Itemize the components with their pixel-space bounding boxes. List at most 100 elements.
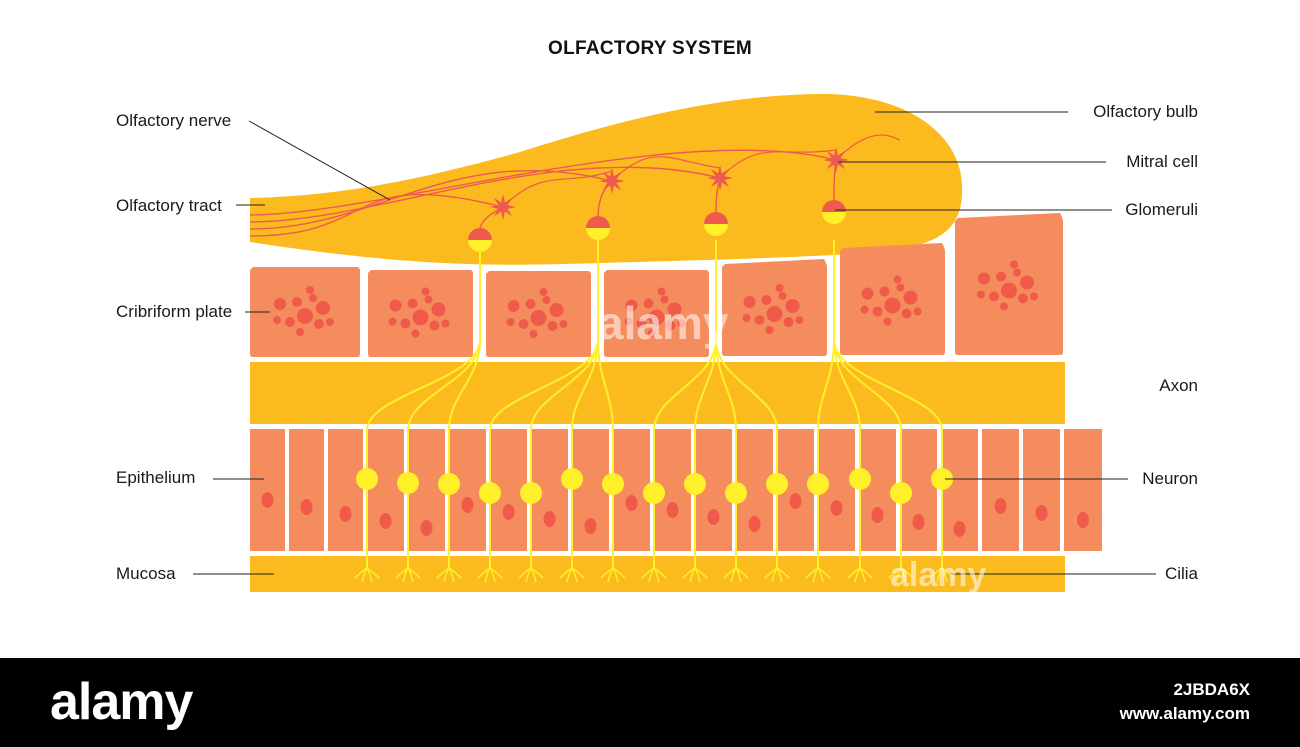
- cell-nucleus: [871, 507, 884, 523]
- cell-nucleus: [542, 296, 551, 304]
- cell-nucleus: [624, 317, 633, 326]
- epithelium-cell: [859, 429, 896, 551]
- label-glomeruli: Glomeruli: [1125, 200, 1198, 219]
- leader-lines: [193, 111, 1156, 575]
- cell-nucleus: [461, 497, 474, 513]
- nerve-fiber: [249, 166, 721, 223]
- olfactory-neuron: [602, 473, 624, 495]
- cell-nucleus: [429, 320, 440, 331]
- olfactory-neuron: [438, 473, 460, 495]
- image-code: 2JBDA6X: [1173, 680, 1250, 699]
- diagram-canvas: OLFACTORY SYSTEM Olfactory nerve Olfacto…: [116, 38, 1198, 592]
- label-olfactory-bulb: Olfactory bulb: [1093, 102, 1198, 121]
- epithelium-cell: [250, 429, 285, 551]
- cilium: [941, 567, 955, 579]
- cell-nucleus: [996, 271, 1006, 282]
- label-epithelium: Epithelium: [116, 468, 196, 487]
- cell-nucleus: [314, 319, 324, 329]
- glomerulus-top: [468, 228, 492, 240]
- nerve-fiber: [249, 193, 504, 237]
- cell-nucleus: [765, 326, 774, 334]
- cell-nucleus: [648, 309, 665, 326]
- cell-nucleus: [665, 320, 676, 331]
- cell-nucleus: [407, 298, 418, 309]
- cell-nucleus: [893, 275, 902, 284]
- cell-nucleus: [297, 308, 313, 324]
- cell-nucleus: [1001, 282, 1017, 299]
- neuron-axon: [833, 240, 943, 479]
- epithelium-cell: [367, 429, 404, 551]
- cell-nucleus: [316, 301, 330, 315]
- axon-layer: [250, 362, 1065, 424]
- cell-nucleus: [795, 316, 804, 324]
- cell-nucleus: [977, 290, 985, 299]
- glomerulus-top: [822, 200, 846, 212]
- olfactory-neuron: [890, 482, 912, 504]
- cell-nucleus: [861, 287, 874, 300]
- cell-nucleus: [625, 299, 638, 312]
- label-cilia: Cilia: [1164, 564, 1198, 583]
- stock-footer-bar: alamy 2JBDA6X www.alamy.com: [0, 658, 1300, 747]
- cell-nucleus: [666, 502, 679, 518]
- neuron-axon: [715, 240, 778, 484]
- diagram-title: OLFACTORY SYSTEM: [548, 38, 752, 59]
- cell-nucleus: [309, 294, 317, 302]
- footer-url[interactable]: www.alamy.com: [1119, 704, 1250, 723]
- cell-nucleus: [778, 292, 787, 300]
- alamy-logo: alamy: [50, 673, 193, 731]
- cell-nucleus: [543, 511, 556, 527]
- cell-nucleus: [1035, 505, 1048, 521]
- label-mitral-cell: Mitral cell: [1126, 152, 1198, 171]
- cell-nucleus: [388, 317, 397, 326]
- cilium: [612, 567, 626, 579]
- cell-nucleus: [507, 300, 520, 312]
- glomerulus-top: [586, 216, 610, 228]
- nerve-fiber: [249, 169, 613, 230]
- cilium: [817, 567, 831, 579]
- cell-nucleus: [647, 329, 656, 338]
- cell-nucleus: [300, 499, 313, 515]
- epithelium: [250, 429, 1102, 551]
- cell-nucleus: [441, 319, 450, 328]
- cell-nucleus: [994, 498, 1007, 514]
- olfactory-neuron: [931, 468, 953, 490]
- cell-nucleus: [707, 509, 720, 525]
- label-axon: Axon: [1159, 376, 1198, 395]
- cell-nucleus: [1030, 292, 1038, 301]
- neuron-network: [354, 240, 955, 583]
- cell-nucleus: [912, 514, 925, 530]
- cell-nucleus: [761, 295, 772, 305]
- cell-nucleus: [539, 288, 548, 296]
- cell-nucleus: [559, 320, 568, 328]
- cell-nucleus: [913, 307, 922, 316]
- olfactory-neuron: [397, 472, 419, 494]
- label-olfactory-tract: Olfactory tract: [116, 196, 222, 215]
- cell-nucleus: [830, 500, 843, 516]
- cell-nucleus: [903, 290, 918, 305]
- nerve-fiber: [502, 170, 613, 208]
- cell-nucleus: [884, 297, 901, 314]
- epithelium-cell: [328, 429, 363, 551]
- cell-nucleus: [339, 506, 352, 522]
- nerve-fiber: [611, 156, 721, 182]
- cell-nucleus: [424, 295, 433, 304]
- cell-nucleus: [883, 317, 892, 326]
- cell-nucleus: [306, 286, 314, 294]
- label-mucosa: Mucosa: [116, 564, 176, 583]
- nerve-fiber: [719, 149, 837, 179]
- cell-nucleus: [421, 287, 430, 296]
- olfactory-system-diagram: [193, 93, 1156, 592]
- cell-nucleus: [273, 316, 281, 324]
- watermark-center: alamy: [598, 297, 729, 349]
- cell-nucleus: [775, 284, 784, 292]
- label-cribriform-plate: Cribriform plate: [116, 302, 233, 321]
- cell-nucleus: [584, 518, 597, 534]
- cell-nucleus: [677, 319, 686, 328]
- cell-nucleus: [1013, 268, 1021, 277]
- cell-nucleus: [748, 516, 761, 532]
- cell-nucleus: [400, 318, 411, 329]
- cell-nucleus: [379, 513, 392, 529]
- epithelium-cell: [1023, 429, 1060, 551]
- glomerulus-bottom: [586, 228, 610, 240]
- cell-nucleus: [296, 328, 304, 336]
